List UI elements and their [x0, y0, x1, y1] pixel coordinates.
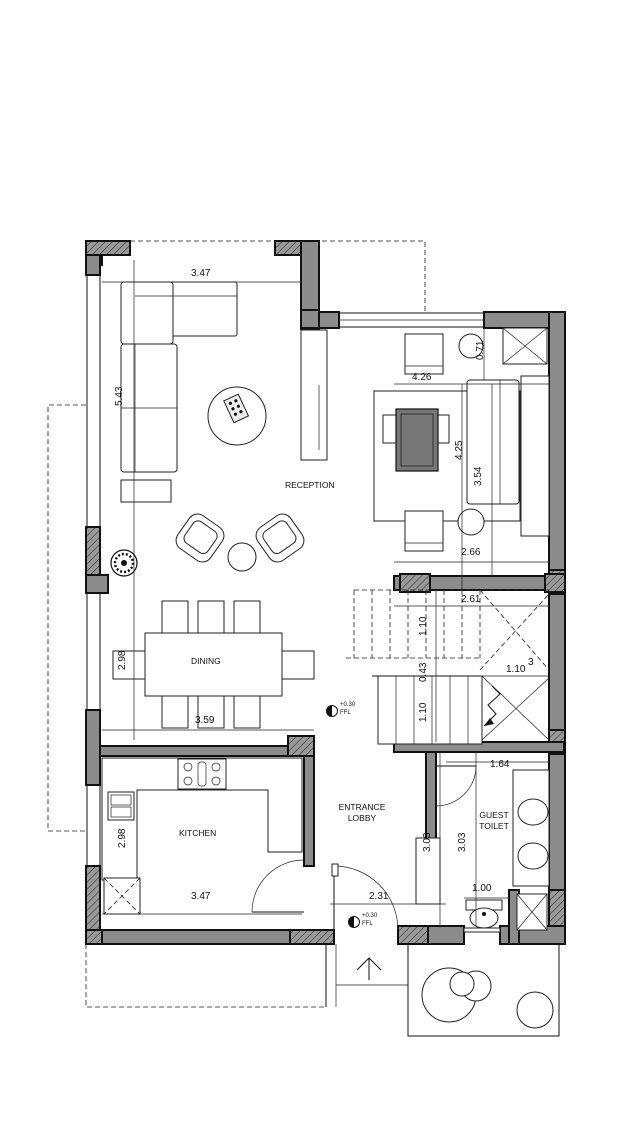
dim-kitchen-depth: 2.98	[117, 828, 128, 848]
dim-stair-top-width: 2.66	[461, 547, 481, 558]
interior-walls	[99, 309, 566, 945]
entrance-label-line1: ENTRANCE	[338, 802, 386, 812]
dim-stair-side-b: 3	[528, 657, 534, 668]
dim-lobby-depth-b: 3.03	[457, 832, 468, 852]
dim-reception-width: 3.47	[191, 268, 211, 279]
dim-sofa-length: 3.54	[473, 466, 484, 486]
stove-icon	[177, 758, 227, 790]
entry-arrow-icon	[356, 957, 382, 980]
tray-icon	[223, 393, 250, 424]
reception-label: RECEPTION	[285, 480, 335, 490]
guest-toilet-label: GUEST TOILET	[476, 810, 512, 832]
guest-label-line2: TOILET	[479, 821, 509, 831]
dim-lobby-width: 2.31	[369, 891, 389, 902]
dim-recess: 0.71	[475, 340, 486, 360]
level-marker-icon	[348, 916, 360, 928]
seating-area	[373, 327, 550, 552]
dim-toilet-width: 1.64	[490, 759, 510, 770]
dining-label: DINING	[191, 656, 221, 666]
dim-dining-width: 3.59	[195, 715, 215, 726]
dim-dining-depth: 2.98	[117, 650, 128, 670]
dim-reception-length: 5.43	[114, 386, 125, 406]
level-2-unit: FFL	[362, 921, 373, 927]
plant-icon	[110, 549, 138, 577]
entrance-lobby-label: ENTRANCE LOBBY	[336, 802, 388, 824]
staircase	[346, 589, 550, 745]
reception-furniture	[110, 281, 328, 577]
sink-icon	[107, 791, 135, 821]
dim-kitchen-width: 3.47	[191, 891, 211, 902]
dim-stair-flight-2: 1.10	[418, 702, 429, 722]
kitchen-furniture	[101, 757, 305, 915]
dim-stair-side: 1.10	[506, 664, 526, 675]
dim-seating-depth: 4.25	[454, 440, 465, 460]
sink-icon	[517, 798, 549, 870]
dim-seating-width: 4.26	[412, 372, 432, 383]
terrace	[407, 944, 560, 1037]
guest-label-line1: GUEST	[479, 810, 509, 820]
toilet-icon	[465, 899, 503, 929]
dim-stair-landing: 0.43	[418, 662, 429, 682]
dim-lobby-depth-a: 3.03	[422, 832, 433, 852]
level-1-value: +0.30	[340, 702, 356, 708]
dimension-lines	[102, 260, 549, 926]
level-1-unit: FFL	[340, 710, 351, 716]
dim-toilet-depth: 1.00	[472, 883, 492, 894]
dim-stair-flight-1: 1.10	[418, 616, 429, 636]
level-marker-icon	[326, 705, 338, 717]
entrance-label-line2: LOBBY	[347, 813, 377, 823]
armchair-right	[255, 513, 305, 563]
guest-toilet-fixtures	[463, 769, 550, 933]
armchair-left	[175, 513, 225, 563]
dim-stair-width: 2.61	[461, 594, 481, 605]
level-2-value: +0.30	[362, 913, 378, 919]
exterior-walls	[85, 240, 566, 945]
kitchen-label: KITCHEN	[179, 828, 217, 838]
dining-furniture	[112, 600, 315, 729]
